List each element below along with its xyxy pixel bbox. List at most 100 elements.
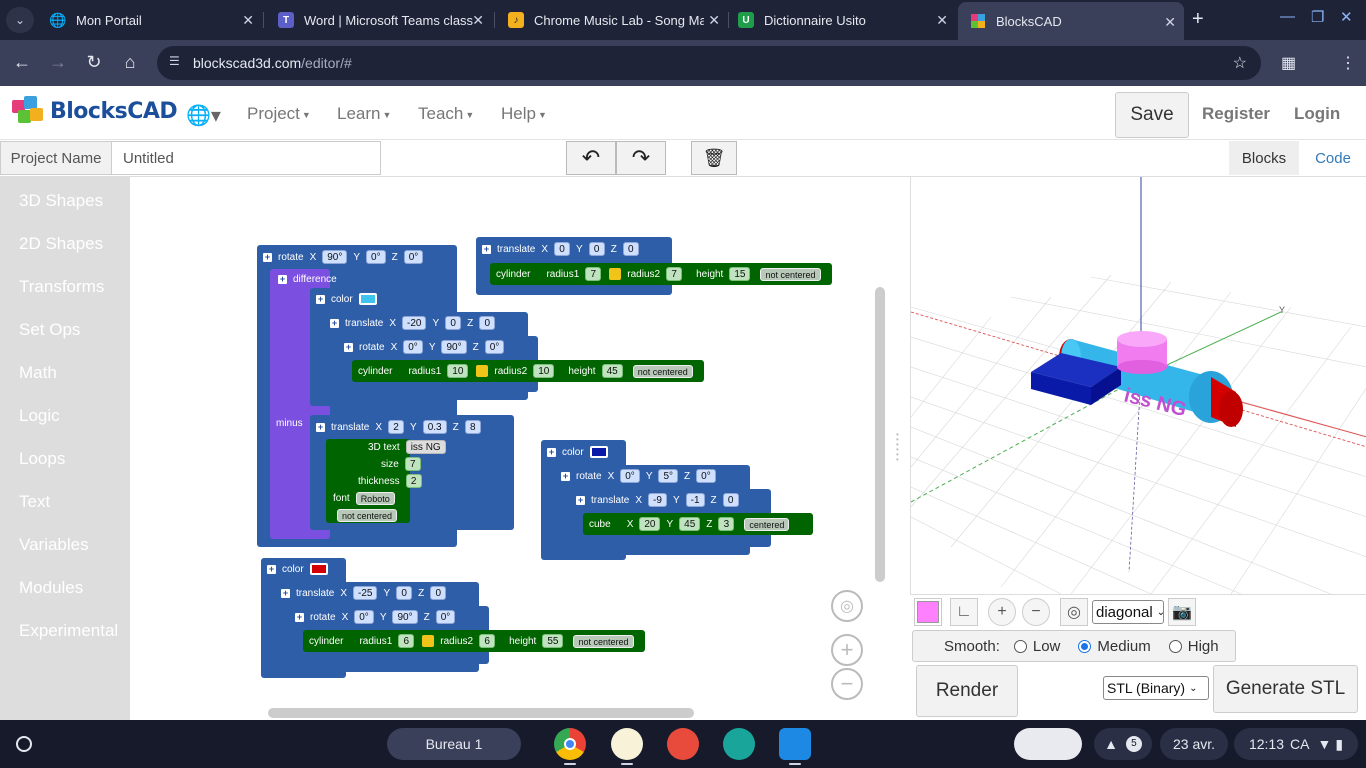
expand-icon[interactable]: + <box>316 293 325 304</box>
translate-z-field[interactable]: 8 <box>464 420 481 434</box>
new-tab-icon[interactable]: + <box>1192 8 1204 30</box>
back-icon[interactable]: ← <box>13 52 31 72</box>
rotate-x-field[interactable]: 90° <box>322 250 348 264</box>
3d-viewer[interactable]: Y iss NG <box>910 177 1366 594</box>
viewer-zoom-out-icon[interactable]: − <box>1022 598 1050 626</box>
radius2-field[interactable]: 6 <box>479 634 496 648</box>
generate-stl-button[interactable]: Generate STL <box>1213 665 1358 713</box>
notification-tray[interactable]: ▲5 <box>1094 728 1152 760</box>
translate-y-field[interactable]: 0 <box>396 586 413 600</box>
expand-icon[interactable]: + <box>267 563 276 574</box>
expand-icon[interactable]: + <box>330 317 339 328</box>
rotate-y-field[interactable]: 0° <box>366 250 386 264</box>
close-icon[interactable]: ✕ <box>708 12 720 28</box>
tab-code[interactable]: Code <box>1315 149 1351 167</box>
translate-x-field[interactable]: -9 <box>648 493 667 507</box>
color-swatch[interactable] <box>589 446 608 458</box>
translate-x-field[interactable]: 0 <box>554 242 571 256</box>
undo-button[interactable]: ↶ <box>566 141 616 175</box>
blockscad-logo[interactable]: BlocksCAD <box>10 94 178 128</box>
menu-help[interactable]: Help▼ <box>501 104 547 123</box>
thickness-field[interactable]: 2 <box>405 474 422 488</box>
tab-blocks[interactable]: Blocks <box>1229 141 1299 175</box>
rotate-z-field[interactable]: 0° <box>435 610 456 624</box>
workspace-vertical-scrollbar[interactable] <box>875 287 885 582</box>
radius2-field[interactable]: 10 <box>533 364 555 378</box>
rotate-y-field[interactable]: 5° <box>658 469 679 483</box>
rotate-y-field[interactable]: 90° <box>441 340 467 354</box>
expand-icon[interactable]: + <box>316 421 325 432</box>
address-bar[interactable]: ☰ blockscad3d.com/editor/# ☆ <box>157 46 1261 80</box>
radius1-field[interactable]: 10 <box>447 364 469 378</box>
viewer-zoom-in-icon[interactable]: + <box>988 598 1016 626</box>
close-window-icon[interactable]: ✕ <box>1340 9 1353 26</box>
rotate-z-field[interactable]: 0° <box>484 340 505 354</box>
translate-y-field[interactable]: 0.3 <box>422 420 447 434</box>
translate-y-field[interactable]: -1 <box>685 493 705 507</box>
expand-icon[interactable]: + <box>281 587 290 598</box>
smooth-medium-radio[interactable] <box>1078 639 1092 653</box>
category-text[interactable]: Text <box>0 482 130 522</box>
menu-learn[interactable]: Learn▼ <box>337 104 392 123</box>
translate-z-field[interactable]: 0 <box>722 493 739 507</box>
rotate-z-field[interactable]: 0° <box>403 250 424 264</box>
export-format-select[interactable]: STL (Binary)⌄ <box>1103 676 1209 700</box>
more-menu-icon[interactable]: ⋮ <box>1340 55 1356 72</box>
category-3d-shapes[interactable]: 3D Shapes <box>0 181 130 221</box>
viewer-recenter-icon[interactable]: ◎ <box>1060 598 1088 626</box>
centered-dropdown[interactable]: centered <box>744 517 790 531</box>
browser-tab-mon-portail[interactable]: 🌐 Mon Portail ✕ <box>38 0 262 40</box>
rotate-x-field[interactable]: 0° <box>403 340 423 354</box>
redo-button[interactable]: ↷ <box>616 141 666 175</box>
cube-z-field[interactable]: 3 <box>718 517 735 531</box>
rotate-y-field[interactable]: 90° <box>392 610 418 624</box>
render-button[interactable]: Render <box>916 665 1018 717</box>
translate-y-field[interactable]: 0 <box>445 316 462 330</box>
holding-space-thumbnail[interactable] <box>1014 728 1082 760</box>
classroom-app-icon[interactable] <box>723 728 755 760</box>
save-button[interactable]: Save <box>1115 92 1189 138</box>
date-tray[interactable]: 23 avr. <box>1160 728 1228 760</box>
lock-icon[interactable] <box>476 365 489 377</box>
menu-project[interactable]: Project▼ <box>247 104 311 123</box>
view-angle-select[interactable]: diagonal⌄ <box>1092 600 1165 624</box>
expand-icon[interactable]: + <box>278 273 287 284</box>
home-icon[interactable]: ⌂ <box>124 52 136 72</box>
cube-x-field[interactable]: 20 <box>639 517 661 531</box>
category-variables[interactable]: Variables <box>0 525 130 565</box>
3d-render-canvas[interactable]: Y iss NG <box>911 177 1366 594</box>
menu-teach[interactable]: Teach▼ <box>418 104 475 123</box>
category-loops[interactable]: Loops <box>0 439 130 479</box>
height-field[interactable]: 55 <box>542 634 564 648</box>
browser-tab-usito[interactable]: U Dictionnaire Usito ✕ <box>726 0 956 40</box>
category-logic[interactable]: Logic <box>0 396 130 436</box>
browser-tab-teams[interactable]: T Word | Microsoft Teams class ✕ <box>266 0 492 40</box>
status-tray[interactable]: 12:13 CA ▼ ▮ <box>1234 728 1358 760</box>
lock-icon[interactable] <box>422 635 435 647</box>
category-2d-shapes[interactable]: 2D Shapes <box>0 224 130 264</box>
rotate-x-field[interactable]: 0° <box>354 610 374 624</box>
panel-resize-handle[interactable]: •••••• <box>896 430 899 464</box>
bookmark-star-icon[interactable]: ☆ <box>1232 55 1247 72</box>
category-set-ops[interactable]: Set Ops <box>0 310 130 350</box>
translate-y-field[interactable]: 0 <box>588 242 605 256</box>
font-dropdown[interactable]: Roboto <box>355 491 395 505</box>
close-icon[interactable]: ✕ <box>472 12 484 28</box>
minimize-icon[interactable]: — <box>1280 8 1295 25</box>
login-button[interactable]: Login <box>1294 104 1341 123</box>
height-field[interactable]: 15 <box>729 267 751 281</box>
expand-icon[interactable]: + <box>295 611 304 622</box>
desk-button[interactable]: Bureau 1 <box>387 728 521 760</box>
centered-dropdown[interactable]: not centered <box>760 267 821 281</box>
color-picker-button[interactable] <box>914 598 942 626</box>
zoom-out-icon[interactable]: − <box>831 668 863 700</box>
expand-icon[interactable]: + <box>561 470 570 481</box>
files-app-icon[interactable] <box>779 728 811 760</box>
radius1-field[interactable]: 7 <box>585 267 602 281</box>
centered-dropdown[interactable]: not centered <box>573 634 634 648</box>
site-info-icon[interactable]: ☰ <box>169 54 180 68</box>
expand-icon[interactable]: + <box>344 341 353 352</box>
maximize-icon[interactable]: ❐ <box>1311 9 1325 26</box>
close-icon[interactable]: ✕ <box>1164 14 1176 30</box>
